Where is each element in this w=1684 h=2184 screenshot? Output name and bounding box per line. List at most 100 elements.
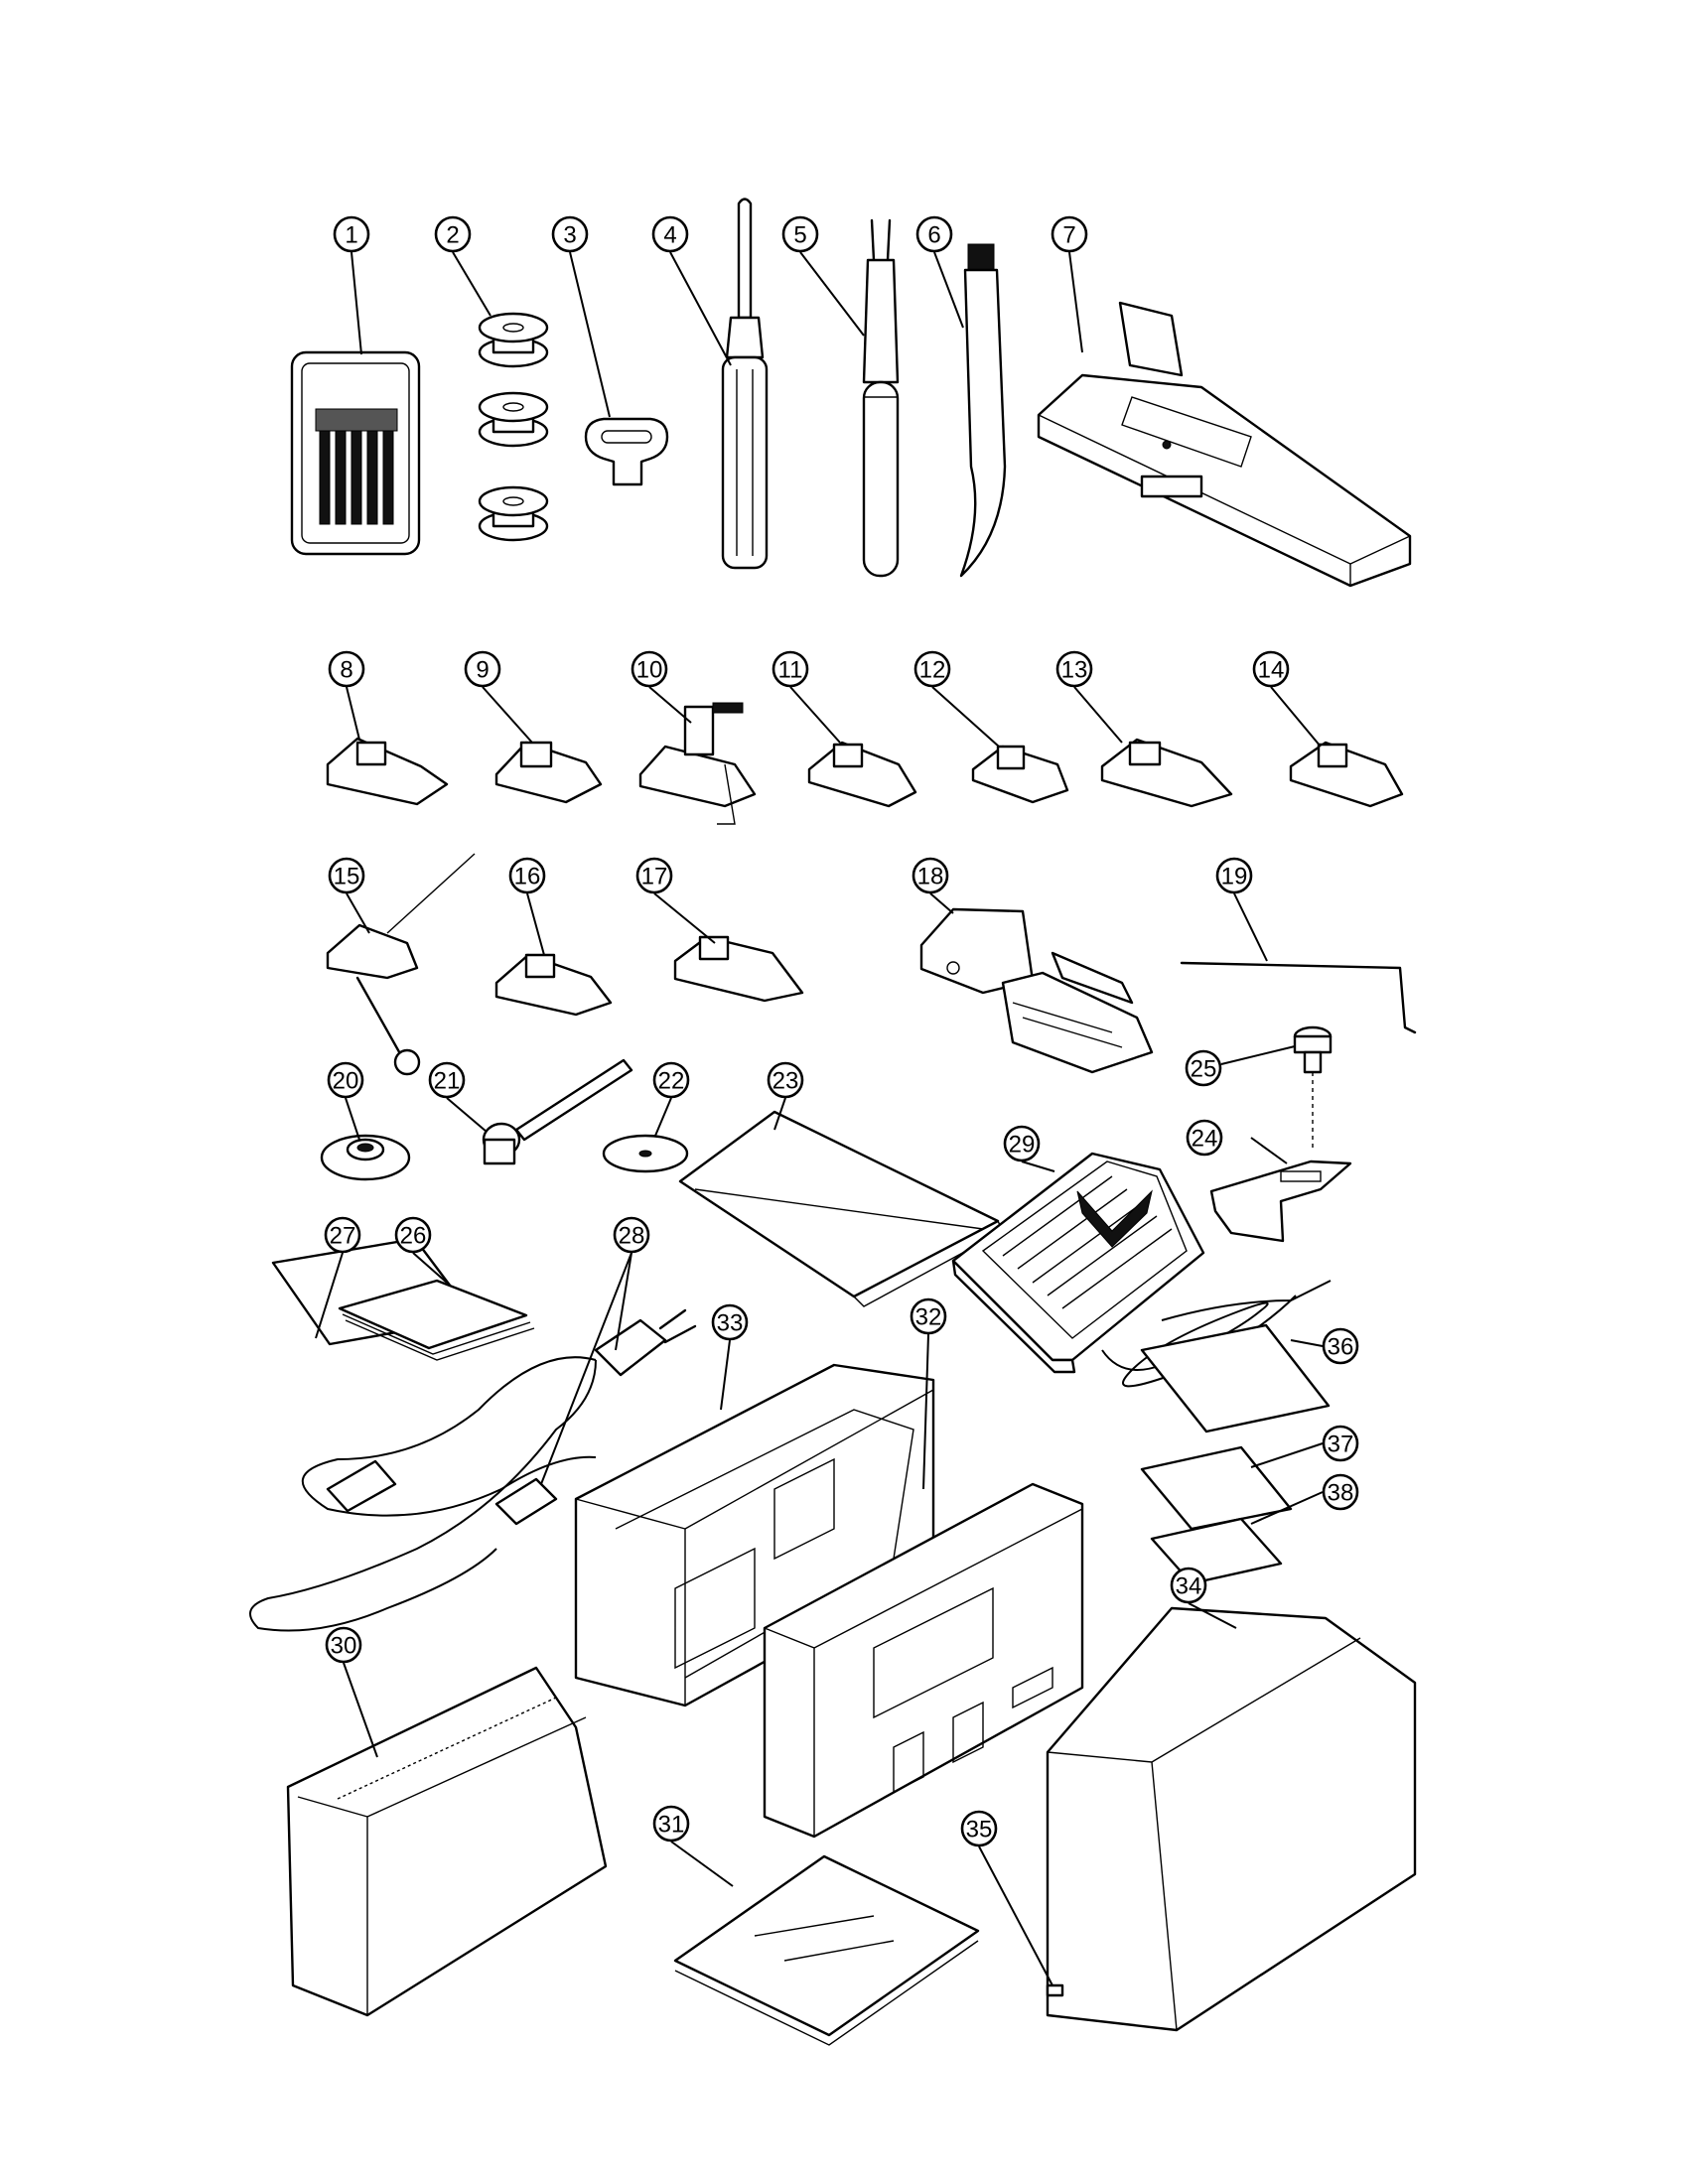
callout-2: 2	[434, 215, 472, 253]
foot-controller-icon	[951, 1152, 1332, 1388]
callout-35: 35	[960, 1810, 998, 1847]
svg-text:26: 26	[400, 1223, 427, 1250]
callout-18: 18	[912, 857, 949, 894]
callout-31: 31	[652, 1805, 690, 1843]
svg-text:12: 12	[919, 657, 946, 684]
callout-20: 20	[327, 1061, 364, 1099]
bobbins-icon	[478, 312, 549, 542]
callout-6: 6	[915, 215, 953, 253]
callout-23: 23	[767, 1061, 804, 1099]
overcasting-foot-icon	[638, 702, 757, 825]
svg-text:11: 11	[778, 657, 803, 684]
svg-text:10: 10	[636, 657, 663, 684]
power-cord-icon	[249, 1308, 697, 1632]
label-icon	[1046, 1983, 1064, 1997]
sheet-icon	[1150, 1517, 1283, 1585]
presser-foot-icon	[1289, 741, 1404, 808]
callout-28: 28	[613, 1216, 650, 1254]
felt-disc-icon	[602, 1134, 689, 1173]
callout-38: 38	[1322, 1473, 1359, 1511]
callout-12: 12	[913, 650, 951, 688]
svg-text:14: 14	[1258, 657, 1285, 684]
needle-pack-icon	[290, 350, 421, 556]
callout-9: 9	[464, 650, 501, 688]
svg-text:35: 35	[966, 1817, 993, 1843]
spool-cap-icon	[320, 1134, 411, 1181]
disc-screwdriver-icon	[584, 417, 669, 486]
walking-foot-icon	[919, 907, 1154, 1074]
presser-foot-icon	[1100, 738, 1233, 808]
presser-foot-icon	[971, 745, 1069, 804]
lint-brush-icon	[959, 243, 1007, 578]
callout-19: 19	[1215, 857, 1253, 894]
manual-icon	[673, 1854, 980, 2046]
seam-guide-icon	[1209, 1160, 1352, 1243]
callout-16: 16	[508, 857, 546, 894]
callout-32: 32	[910, 1297, 947, 1335]
svg-text:33: 33	[717, 1310, 744, 1337]
booklet-icon	[338, 1279, 535, 1361]
callout-22: 22	[652, 1061, 690, 1099]
callout-24: 24	[1186, 1119, 1223, 1157]
svg-text:25: 25	[1191, 1056, 1217, 1083]
callout-11: 11	[772, 650, 809, 688]
svg-text:21: 21	[434, 1068, 461, 1095]
presser-foot-icon	[494, 741, 603, 804]
svg-text:38: 38	[1328, 1480, 1354, 1507]
callout-27: 27	[324, 1216, 361, 1254]
callout-37: 37	[1322, 1425, 1359, 1462]
callout-13: 13	[1055, 650, 1093, 688]
dust-cover-icon	[286, 1666, 608, 2017]
callout-10: 10	[631, 650, 668, 688]
callout-21: 21	[428, 1061, 466, 1099]
callout-3: 3	[551, 215, 589, 253]
callout-25: 25	[1185, 1049, 1222, 1087]
callout-33: 33	[711, 1303, 749, 1341]
callout-4: 4	[651, 215, 689, 253]
packing-foam-icon	[763, 1482, 1084, 1839]
buttonhole-foot-icon	[1037, 301, 1412, 588]
svg-text:17: 17	[641, 864, 668, 890]
svg-text:15: 15	[334, 864, 360, 890]
svg-text:34: 34	[1176, 1573, 1202, 1600]
sheet-icon	[1140, 1323, 1331, 1433]
svg-text:13: 13	[1061, 657, 1088, 684]
svg-text:6: 6	[927, 222, 940, 249]
screwdriver-icon	[721, 198, 769, 570]
envelope-icon	[678, 1110, 1004, 1307]
svg-text:19: 19	[1221, 864, 1248, 890]
svg-text:27: 27	[330, 1223, 356, 1250]
svg-text:30: 30	[331, 1633, 357, 1660]
svg-text:24: 24	[1192, 1126, 1218, 1153]
quilting-guide-icon	[1180, 961, 1417, 1034]
callout-1: 1	[333, 215, 370, 253]
callout-17: 17	[635, 857, 673, 894]
svg-text:5: 5	[793, 222, 806, 249]
callout-26: 26	[394, 1216, 432, 1254]
callout-7: 7	[1051, 215, 1088, 253]
svg-text:18: 18	[917, 864, 944, 890]
svg-text:16: 16	[514, 864, 541, 890]
callout-15: 15	[328, 857, 365, 894]
callout-14: 14	[1252, 650, 1290, 688]
svg-text:32: 32	[915, 1304, 942, 1331]
svg-text:37: 37	[1328, 1432, 1354, 1458]
callout-34: 34	[1170, 1567, 1207, 1604]
svg-text:20: 20	[333, 1068, 359, 1095]
svg-text:22: 22	[658, 1068, 685, 1095]
svg-text:23: 23	[772, 1068, 799, 1095]
callout-29: 29	[1003, 1125, 1041, 1162]
svg-text:36: 36	[1328, 1334, 1354, 1361]
svg-text:28: 28	[619, 1223, 645, 1250]
presser-foot-icon	[326, 737, 449, 806]
callout-8: 8	[328, 650, 365, 688]
spool-pin-icon	[482, 1058, 633, 1165]
svg-text:1: 1	[345, 222, 357, 249]
svg-text:9: 9	[476, 657, 489, 684]
sheet-icon	[1140, 1445, 1293, 1531]
seam-ripper-icon	[862, 218, 900, 578]
svg-text:7: 7	[1062, 222, 1075, 249]
packing-foam-icon	[574, 1363, 935, 1707]
presser-foot-icon	[807, 741, 917, 808]
